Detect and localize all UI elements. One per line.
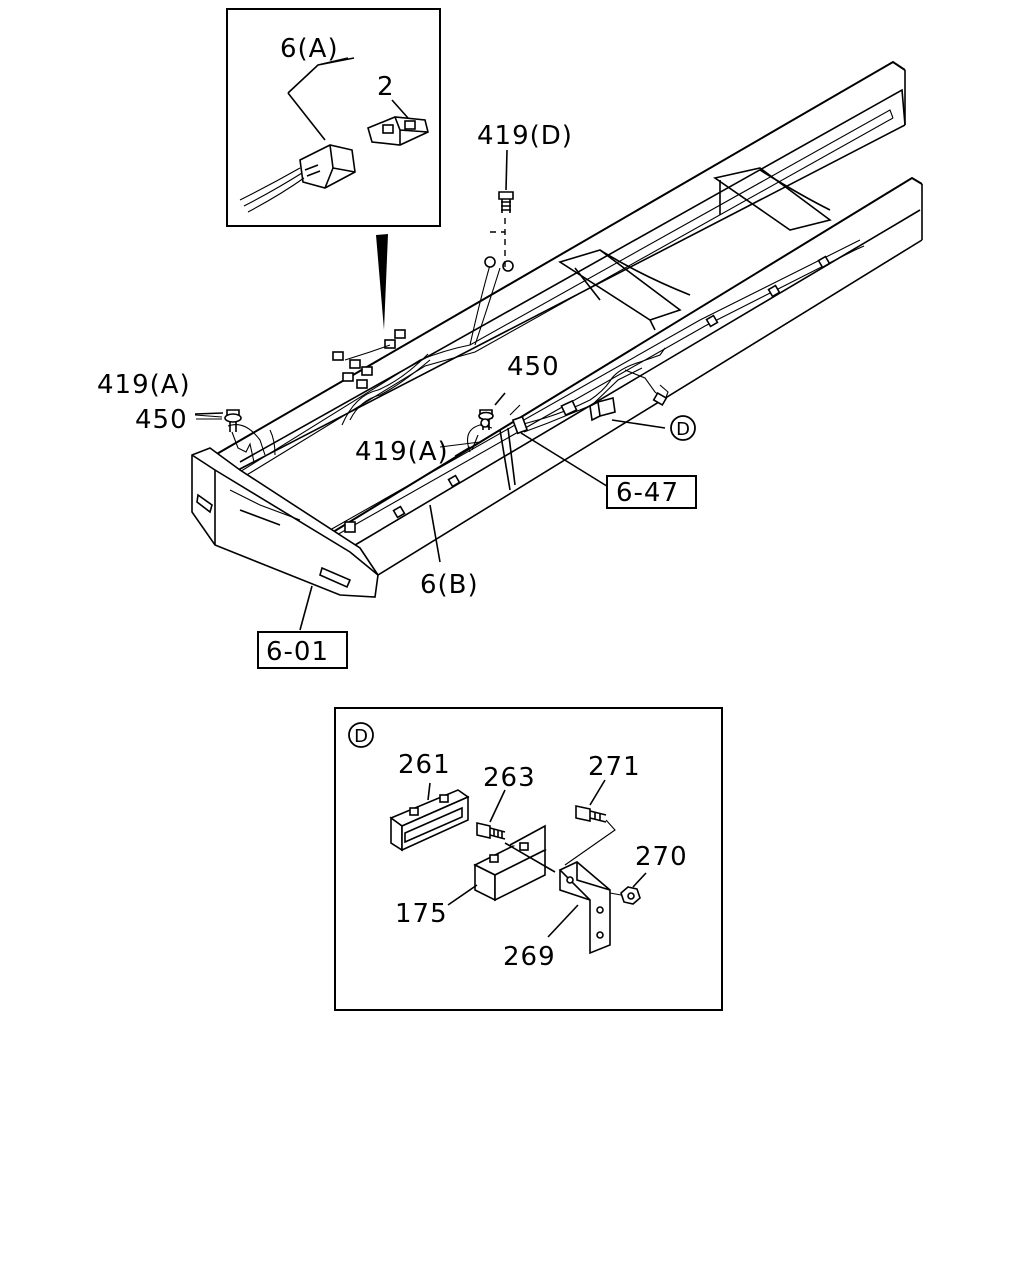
harness-6b-clips [344,255,831,533]
inset-pointer-arrow [376,234,388,330]
detail-d-marker-label: D [676,419,690,440]
reference-6-01-frame [257,631,348,669]
callout-270: 270 [635,842,688,872]
callout-450-left: 450 [135,405,188,435]
bumper [191,447,379,598]
lamp-housing-175-icon [473,824,556,902]
callout-269: 269 [503,942,556,972]
connector-6a-icon [239,144,356,213]
reference-6-47-frame [606,475,697,509]
callout-6a: 6(A) [280,34,339,64]
callout-419a-mid: 419(A) [355,437,449,467]
callout-263: 263 [483,763,536,793]
detail-d-marker-circle [670,415,696,441]
callout-419d: 419(D) [477,121,573,151]
nut-270-icon [609,886,641,905]
detail-d-title-circle [348,722,374,748]
reference-6-01[interactable]: 6-01 [257,631,348,669]
connector-inset [226,8,441,227]
lamp-lens-261-icon [389,789,470,852]
harness-connectors [332,256,514,389]
callout-labels: 6(A) 2 419(D) 419(A) 450 450 419(A) 6(B)… [97,34,688,972]
callout-2: 2 [377,72,395,102]
callout-6b: 6(B) [420,570,479,600]
reference-6-47[interactable]: 6-47 [606,475,697,509]
leader-lines [194,149,666,631]
detail-d-marker[interactable]: D [670,415,696,441]
callout-419a-left: 419(A) [97,370,191,400]
reference-6-01-label: 6-01 [266,637,329,667]
callout-271: 271 [588,752,641,782]
bolt-419d-icon [498,191,514,213]
callout-175: 175 [395,899,448,929]
callout-450-mid: 450 [507,352,560,382]
detail-d-title: D [348,722,374,748]
connector-2-icon [367,116,429,146]
screw-271-icon [575,805,607,823]
detail-d-title-label: D [354,726,368,747]
bracket-269-icon [558,861,611,955]
detail-d-inset [334,707,723,1011]
washer-450-left-icon [224,413,242,423]
callout-261: 261 [398,750,451,780]
screw-263-icon [476,821,506,840]
harness-end-connectors [511,347,669,435]
reference-6-47-label: 6-47 [616,478,679,508]
